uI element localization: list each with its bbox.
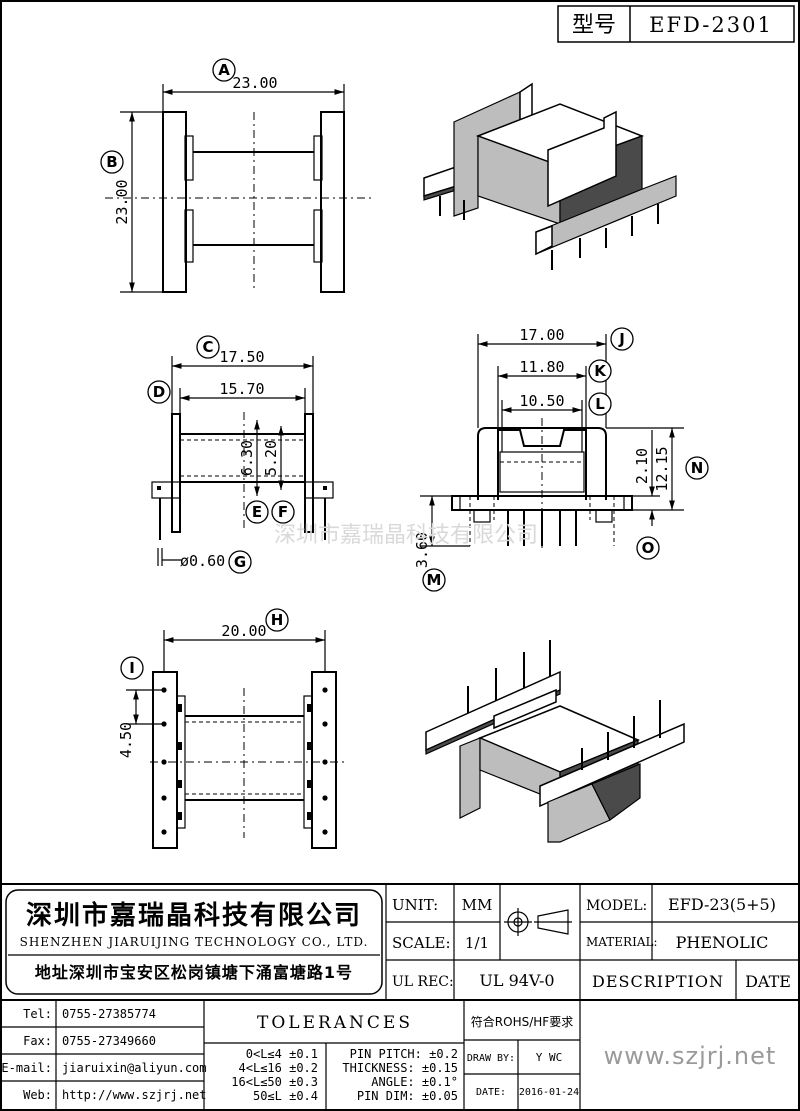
callout-m-label: M [427, 571, 442, 589]
projection-symbol-icon [504, 908, 572, 936]
dim-k: 11.80 [519, 358, 564, 376]
ul-label: UL REC: [392, 974, 454, 990]
dim-h: 20.00 [221, 622, 266, 640]
callout-l-label: L [595, 395, 605, 413]
callout-b-label: B [106, 153, 117, 171]
drawn-by-label: DRAW BY: [467, 1053, 515, 1064]
callout-h [265, 608, 289, 632]
model-label: MODEL: [586, 898, 647, 914]
callout-e [245, 500, 269, 524]
scale-value: 1/1 [465, 934, 489, 952]
watermark: 深圳市嘉瑞晶科技有限公司 [274, 523, 538, 548]
front-view: 17.50 15.70 6.30 5.20 ø0.60 C D E F G [147, 335, 334, 574]
tel-value: 0755-27385774 [62, 1007, 156, 1021]
dim-l: 10.50 [519, 392, 564, 410]
material-label: MATERIAL: [586, 935, 658, 949]
dim-i: 4.50 [117, 722, 135, 758]
tolerance-range-3: 16<L≤50 ±0.3 [231, 1075, 318, 1089]
title-block: 深圳市嘉瑞晶科技有限公司 SHENZHEN JIARUIJING TECHNOL… [1, 883, 799, 1110]
callout-k [588, 359, 612, 383]
tolerance-range-4: 50≤L ±0.4 [253, 1089, 318, 1103]
callout-e-label: E [252, 503, 262, 521]
angle-tolerance: ANGLE: ±0.1° [371, 1075, 458, 1089]
description-label: DESCRIPTION [592, 972, 724, 991]
callout-k-label: K [594, 362, 607, 380]
pin-pitch-tolerance: PIN PITCH: ±0.2 [350, 1047, 458, 1061]
isometric-view-top [423, 82, 677, 270]
scale-label: SCALE: [392, 934, 451, 952]
company-address: 地址深圳市宝安区松岗镇塘下涌富塘路1号 [35, 963, 353, 982]
callout-f [271, 500, 295, 524]
side-view: 23.00 23.00 A B [100, 58, 372, 293]
callout-d [147, 380, 171, 404]
callout-j [610, 327, 634, 351]
tolerance-range-2: 4<L≤16 ±0.2 [239, 1061, 318, 1075]
model-header-value: EFD-2301 [649, 13, 773, 37]
callout-g [228, 550, 252, 574]
callout-b [100, 150, 124, 174]
web-label: Web: [23, 1088, 52, 1102]
callout-c [196, 335, 220, 359]
dim-g: ø0.60 [180, 552, 225, 570]
unit-value: MM [462, 896, 493, 914]
callout-a [212, 58, 236, 82]
email-label: E-mail: [1, 1061, 52, 1075]
material-value: PHENOLIC [676, 933, 769, 952]
callout-a-label: A [218, 61, 230, 79]
callout-i-label: I [129, 659, 135, 677]
callout-n-label: N [691, 459, 704, 477]
dim-f: 5.20 [262, 440, 280, 476]
email-value[interactable]: jiaruixin@aliyun.com [62, 1061, 207, 1075]
callout-d-label: D [153, 383, 165, 401]
date-row-value: 2016-01-24 [519, 1087, 579, 1098]
dim-e: 6.30 [238, 440, 256, 476]
dim-n: 12.15 [653, 446, 671, 491]
dim-a: 23.00 [232, 74, 277, 92]
fax-label: Fax: [23, 1034, 52, 1048]
tolerances-label: TOLERANCES [257, 1013, 413, 1033]
callout-g-label: G [234, 553, 246, 571]
dim-c: 17.50 [219, 348, 264, 366]
web-value[interactable]: http://www.szjrj.net [62, 1088, 207, 1102]
thickness-tolerance: THICKNESS: ±0.15 [342, 1061, 458, 1075]
dim-m: 3.60 [413, 532, 431, 568]
date-label: DATE [745, 972, 791, 991]
rohs-compliance: 符合ROHS/HF要求 [471, 1014, 573, 1029]
tolerance-range-1: 0<L≤4 ±0.1 [246, 1047, 318, 1061]
callout-l [588, 392, 612, 416]
bottom-view: 20.00 4.50 H I [117, 608, 346, 849]
isometric-view-bottom [425, 640, 685, 843]
ul-value: UL 94V-0 [479, 971, 554, 990]
callout-i [120, 656, 144, 680]
callout-o [636, 536, 660, 560]
company-name-cn: 深圳市嘉瑞晶科技有限公司 [26, 900, 362, 931]
callout-o-label: O [642, 539, 655, 557]
fax-value: 0755-27349660 [62, 1034, 156, 1048]
drawn-by-value: Y WC [536, 1051, 563, 1064]
date-row-label: DATE: [476, 1087, 506, 1098]
model-value: EFD-23(5+5) [668, 895, 776, 914]
dim-o: 2.10 [633, 448, 651, 484]
end-view: 17.00 11.80 10.50 12.15 2.10 3.60 J K L … [413, 326, 709, 592]
callout-f-label: F [278, 503, 288, 521]
callout-m [422, 568, 446, 592]
callout-c-label: C [202, 338, 213, 356]
callout-j-label: J [618, 330, 625, 348]
model-header-label: 型号 [572, 13, 616, 38]
callout-h-label: H [271, 611, 284, 629]
pin-dim-tolerance: PIN DIM: ±0.05 [357, 1089, 458, 1103]
company-name-en: SHENZHEN JIARUIJING TECHNOLOGY CO., LTD. [20, 935, 369, 949]
callout-n [685, 456, 709, 480]
dim-j: 17.00 [519, 326, 564, 344]
dim-b: 23.00 [113, 179, 131, 224]
model-header: 型号 EFD-2301 [557, 5, 795, 43]
unit-label: UNIT: [392, 896, 438, 914]
dim-d: 15.70 [219, 380, 264, 398]
tel-label: Tel: [23, 1007, 52, 1021]
website-footer[interactable]: www.szjrj.net [604, 1042, 777, 1070]
